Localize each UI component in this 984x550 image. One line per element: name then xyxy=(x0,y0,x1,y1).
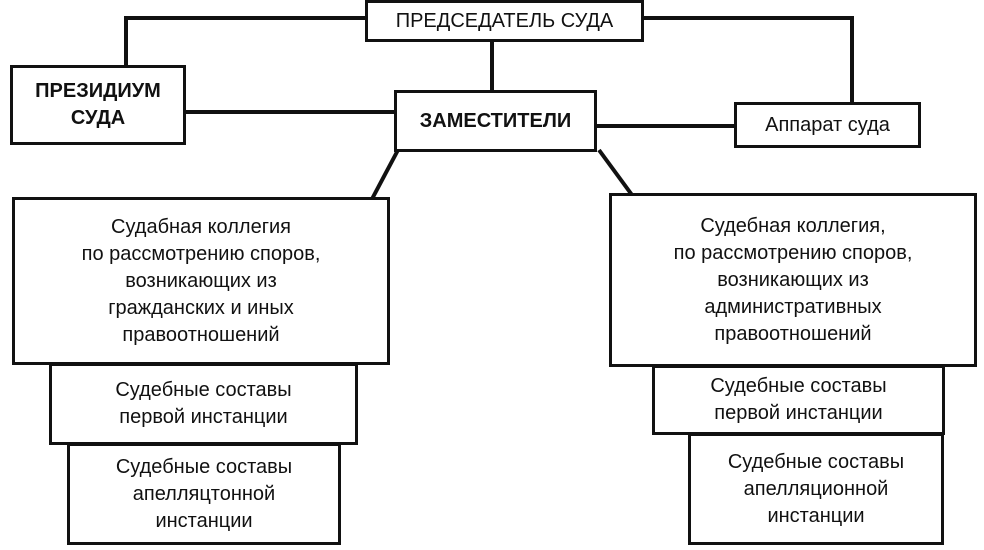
deputies-box: ЗАМЕСТИТЕЛИ xyxy=(394,90,597,152)
box-text-line: ПРЕЗИДИУМ xyxy=(35,80,161,102)
deputies-admin-connector xyxy=(597,148,634,197)
admin-appeal-box: Судебные составы апелляционной инстанции xyxy=(688,433,944,545)
box-text-line: инстанции xyxy=(155,509,253,532)
presidium-box: ПРЕЗИДИУМ СУДА xyxy=(10,65,186,145)
box-text-line: апелляцтонной xyxy=(132,482,276,505)
box-text-line: по рассмотрению споров, xyxy=(81,242,321,265)
box-text-line: возникающих из xyxy=(717,268,869,291)
box-text-line: апелляционной xyxy=(743,477,889,500)
box-text-line: первой инстанции xyxy=(714,402,883,424)
box-text-line: Судебные составы xyxy=(727,450,905,473)
chairman-presidium-connector xyxy=(124,16,367,67)
admin-first-instance-box: Судебные составы первой инстанции xyxy=(652,365,945,435)
box-text-line: правоотношений xyxy=(714,322,872,345)
chairman-box: ПРЕДСЕДАТЕЛЬ СУДА xyxy=(365,0,644,42)
box-text-line: первой инстанции xyxy=(119,406,288,428)
box-text-line: Судебные составы xyxy=(115,379,292,401)
box-text-line: Аппарат суда xyxy=(765,113,890,136)
chairman-apparatus-connector xyxy=(642,16,854,104)
box-text-line: по рассмотрению споров, xyxy=(673,241,913,264)
box-text-line: ПРЕДСЕДАТЕЛЬ СУДА xyxy=(395,9,614,32)
box-text-line: инстанции xyxy=(767,504,865,527)
box-text-line: ЗАМЕСТИТЕЛИ xyxy=(419,109,572,132)
deputies-civil-connector xyxy=(370,149,400,200)
civil-first-instance-box: Судебные составы первой инстанции xyxy=(49,363,358,445)
box-text-line: Судабная коллегия xyxy=(111,215,291,238)
box-text-line: административных xyxy=(704,295,882,318)
apparatus-box: Аппарат суда xyxy=(734,102,921,148)
box-text-line: гражданских и иных xyxy=(108,296,294,319)
civil-appeal-box: Судебные составы апелляцтонной инстанции xyxy=(67,443,341,545)
box-text-line: возникающих из xyxy=(125,269,277,292)
civil-collegium-box: Судабная коллегия по рассмотрению споров,… xyxy=(12,197,390,365)
box-text-line: Судебные составы xyxy=(710,375,887,397)
box-text-line: Судебные составы xyxy=(115,455,293,478)
box-text-line: Судебная коллегия, xyxy=(700,214,886,237)
box-text-line: СУДА xyxy=(70,107,126,129)
box-text-line: правоотношений xyxy=(122,323,280,346)
admin-collegium-box: Судебная коллегия, по рассмотрению споров… xyxy=(609,193,977,367)
